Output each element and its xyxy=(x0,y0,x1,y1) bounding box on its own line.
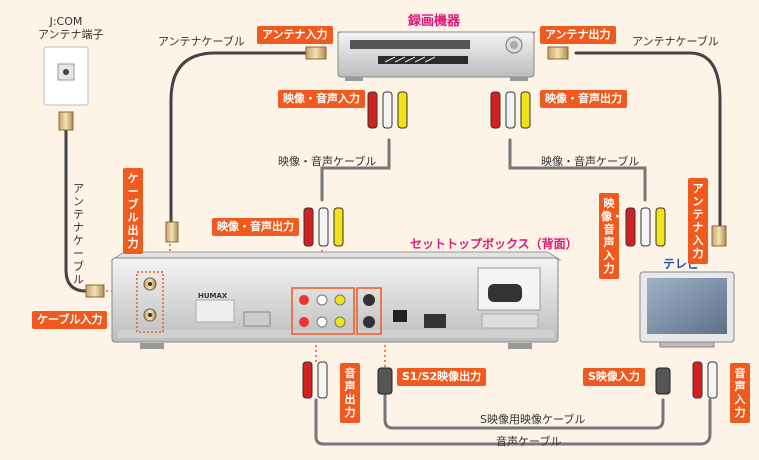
badge-cable-out: ケーブル出力 xyxy=(123,168,143,254)
badge-tv-av-in: 映像・音声入力 xyxy=(599,193,623,279)
recorder-to-tv-antenna-cable xyxy=(574,51,722,227)
wall-antenna-outlet xyxy=(43,46,89,131)
stb-device xyxy=(110,251,562,349)
antenna-cable-vertical-label: アンテナケーブル xyxy=(73,182,84,286)
wall-title-line1: J:COM xyxy=(49,15,83,28)
av-cable-left xyxy=(320,138,391,202)
s-video-cable xyxy=(383,388,665,430)
badge-av-in-recorder: 映像・音声入力 xyxy=(278,90,365,108)
stb-brand: HUMAX xyxy=(198,292,228,300)
tv-device xyxy=(639,225,735,348)
badge-av-out-recorder: 映像・音声出力 xyxy=(540,90,627,108)
badge-av-out-stb: 映像・音声出力 xyxy=(212,218,299,236)
audio-cable-label: 音声ケーブル xyxy=(496,435,562,448)
badge-s1s2-out: S1/S2映像出力 xyxy=(397,368,487,386)
badge-antenna-out: アンテナ出力 xyxy=(540,26,616,44)
badge-tv-antenna-in: アンテナ入力 xyxy=(688,178,708,264)
antenna-cable-right-label: アンテナケーブル xyxy=(632,35,719,48)
cables xyxy=(64,51,722,446)
badge-cable-in: ケーブル入力 xyxy=(32,311,108,329)
recorder-title: 録画機器 xyxy=(408,14,461,29)
audio-cable xyxy=(314,398,712,446)
av-cable-left-label: 映像・音声ケーブル xyxy=(278,155,377,168)
badge-antenna-in: アンテナ入力 xyxy=(257,26,333,44)
wall-title: J:COM アンテナ端子 xyxy=(38,15,104,41)
av-cable-right-label: 映像・音声ケーブル xyxy=(541,155,640,168)
badge-s-video-in: S映像入力 xyxy=(583,368,645,386)
bottom-plugs xyxy=(302,361,718,399)
recorder-av-plugs xyxy=(367,91,531,129)
av-cable-right xyxy=(508,138,647,202)
recorder-device xyxy=(305,31,569,81)
badge-audio-out: 音声出力 xyxy=(340,363,360,423)
antenna-cable-left-label: アンテナケーブル xyxy=(158,35,245,48)
s-video-cable-label: S映像用映像ケーブル xyxy=(480,413,586,426)
badge-audio-in: 音声入力 xyxy=(730,363,750,423)
stb-av-plugs xyxy=(85,207,666,298)
stb-to-recorder-antenna-cable xyxy=(169,51,312,232)
wall-title-line2: アンテナ端子 xyxy=(38,28,104,41)
stb-title: セットトップボックス（背面） xyxy=(410,237,578,251)
